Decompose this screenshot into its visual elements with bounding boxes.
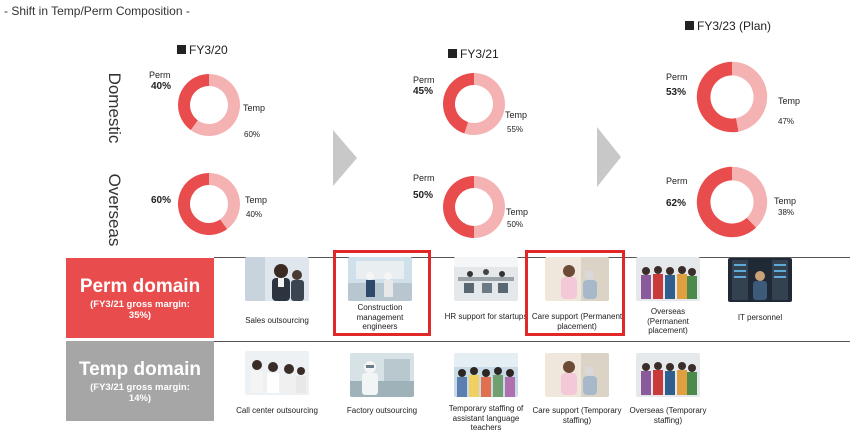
callcenter-photo-icon xyxy=(245,351,309,395)
perm-slice xyxy=(443,73,474,134)
caption-call-center: Call center outsourcing xyxy=(236,406,318,415)
perm-value: 50% xyxy=(413,190,434,201)
perm-slice xyxy=(696,61,739,133)
temp-value: 60% xyxy=(244,130,261,139)
caption-construction-engineers: Construction management engineers xyxy=(356,303,404,331)
perm-domain-title: Perm domain xyxy=(79,275,201,297)
row-label-domestic: Domestic xyxy=(105,72,124,144)
perm-slice xyxy=(443,176,474,238)
factory-photo-icon xyxy=(350,353,414,397)
temp-value: 47% xyxy=(778,117,795,126)
temp-label: Temp xyxy=(778,96,801,106)
perm-slice xyxy=(177,173,228,235)
divider-top xyxy=(214,257,850,258)
perm-label: Perm xyxy=(149,70,171,80)
temp-label: Temp xyxy=(245,195,268,205)
row-label-overseas: Overseas xyxy=(105,173,124,247)
perm-value: 53% xyxy=(666,87,687,98)
period-label-fy21: FY3/21 xyxy=(448,47,499,61)
donut-fy23-overseas xyxy=(696,166,768,238)
perm-value: 45% xyxy=(413,86,434,97)
perm-domain-box: Perm domain (FY3/21 gross margin: 35%) xyxy=(66,258,214,338)
perm-label: Perm xyxy=(666,176,688,186)
highlight-frame-construction xyxy=(333,250,431,336)
donut-fy20-overseas xyxy=(177,173,240,235)
care-photo-icon xyxy=(545,353,609,397)
temp-label: Temp xyxy=(243,103,266,113)
caption-it-personnel: IT personnel xyxy=(737,313,783,322)
group-photo-icon xyxy=(636,353,700,397)
arrow-right-icon xyxy=(597,127,621,187)
period-label-fy23: FY3/23 (Plan) xyxy=(685,19,771,33)
group-photo-icon xyxy=(636,257,700,301)
temp-label: Temp xyxy=(506,207,529,217)
perm-value: 62% xyxy=(666,198,687,209)
temp-label: Temp xyxy=(505,110,528,120)
perm-slice xyxy=(178,74,209,131)
perm-value: 60% xyxy=(151,195,172,206)
donut-fy23-domestic xyxy=(696,61,768,133)
office-photo-icon xyxy=(454,257,518,301)
perm-domain-subtitle: (FY3/21 gross margin: 35%) xyxy=(90,298,190,321)
perm-value: 40% xyxy=(151,81,172,92)
highlight-frame-care-perm xyxy=(525,250,625,336)
arrow-right-icon xyxy=(333,130,357,186)
temp-slice xyxy=(732,166,768,228)
temp-domain-title: Temp domain xyxy=(78,358,202,380)
perm-slice xyxy=(696,166,757,238)
square-bullet-icon xyxy=(448,49,457,58)
perm-label: Perm xyxy=(666,72,688,82)
divider-middle xyxy=(214,341,850,342)
caption-care-support-temp: Care support (Temporary staffing) xyxy=(532,406,622,425)
temp-domain-box: Temp domain (FY3/21 gross margin: 14%) xyxy=(66,341,214,421)
construction-photo-icon xyxy=(348,257,412,301)
temp-value: 40% xyxy=(246,210,263,219)
temp-slice xyxy=(464,73,506,136)
temp-slice xyxy=(474,176,505,238)
donut-fy21-overseas xyxy=(443,176,505,238)
square-bullet-icon xyxy=(177,45,186,54)
care-photo-icon xyxy=(545,257,609,301)
temp-label: Temp xyxy=(774,196,797,206)
caption-sales-outsourcing: Sales outsourcing xyxy=(245,316,309,325)
temp-slice xyxy=(209,173,240,230)
temp-slice xyxy=(190,74,240,136)
caption-overseas-perm: Overseas (Permanent placement) xyxy=(647,307,689,335)
caption-overseas-temp: Overseas (Temporary staffing) xyxy=(629,406,707,425)
square-bullet-icon xyxy=(685,21,694,30)
caption-care-support-perm: Care support (Permanent placement) xyxy=(531,312,623,331)
classroom-photo-icon xyxy=(454,353,518,397)
caption-factory-outsourcing: Factory outsourcing xyxy=(346,406,418,415)
perm-label: Perm xyxy=(413,75,435,85)
page-title: - Shift in Temp/Perm Composition - xyxy=(4,4,190,18)
donut-fy20-domestic xyxy=(178,74,240,136)
temp-slice xyxy=(732,61,768,132)
donut-fy21-domestic xyxy=(443,73,506,136)
temp-value: 55% xyxy=(507,125,524,134)
temp-value: 50% xyxy=(507,220,524,229)
temp-value: 38% xyxy=(778,208,795,217)
perm-label: Perm xyxy=(413,173,435,183)
temp-domain-subtitle: (FY3/21 gross margin: 14%) xyxy=(90,381,190,404)
caption-assistant-language-teachers: Temporary staffing of assistant language… xyxy=(448,404,524,430)
server-photo-icon xyxy=(728,258,792,302)
caption-hr-support: HR support for startups xyxy=(444,312,528,321)
period-label-fy20: FY3/20 xyxy=(177,43,228,57)
sales-photo-icon xyxy=(245,257,309,301)
